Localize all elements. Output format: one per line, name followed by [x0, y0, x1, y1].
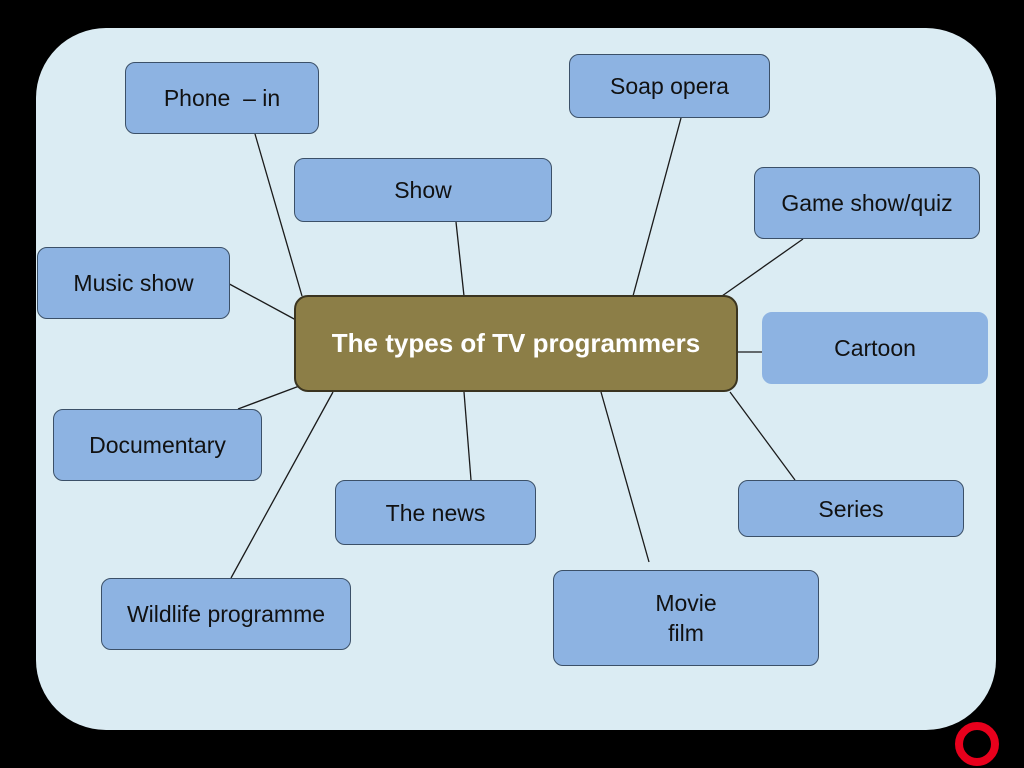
node-the-news-label: The news [385, 499, 486, 526]
node-movie-film-label: Movie film [655, 590, 717, 646]
node-series-label: Series [818, 495, 884, 522]
node-show-label: Show [394, 177, 452, 203]
connector-movie-film [600, 391, 650, 563]
central-topic-label: The types of TV programmers [331, 328, 701, 358]
node-the-news: The news [335, 480, 536, 545]
connector-phone-in [254, 133, 303, 297]
node-wildlife-programme-label: Wildlife programme [126, 601, 326, 627]
node-phone-in: Phone – in [125, 62, 319, 134]
node-wildlife-programme: Wildlife programme [101, 578, 351, 650]
node-music-show-label: Music show [73, 270, 194, 296]
node-game-show-quiz: Game show/quiz [754, 167, 980, 239]
node-music-show: Music show [37, 247, 230, 319]
node-documentary-label: Documentary [89, 432, 226, 458]
connector-music-show [221, 279, 297, 321]
node-soap-opera: Soap opera [569, 54, 770, 118]
node-phone-in-label: Phone – in [163, 85, 281, 111]
connector-game-show-quiz [721, 238, 804, 297]
connector-show [455, 221, 465, 297]
red-ring-icon [955, 722, 999, 766]
connector-wildlife-programme [230, 391, 334, 579]
node-documentary: Documentary [53, 409, 262, 481]
node-series: Series [738, 480, 964, 537]
node-show: Show [294, 158, 552, 222]
connector-the-news [463, 391, 472, 481]
node-game-show-quiz-label: Game show/quiz [781, 190, 953, 216]
connector-series [729, 391, 796, 481]
node-cartoon-label: Cartoon [834, 335, 916, 361]
node-soap-opera-label: Soap opera [610, 73, 729, 99]
connector-soap-opera [632, 117, 682, 297]
central-topic: The types of TV programmers [294, 295, 738, 392]
node-movie-film: Movie film [553, 570, 819, 666]
node-cartoon: Cartoon [762, 312, 988, 384]
connector-documentary [237, 384, 303, 410]
